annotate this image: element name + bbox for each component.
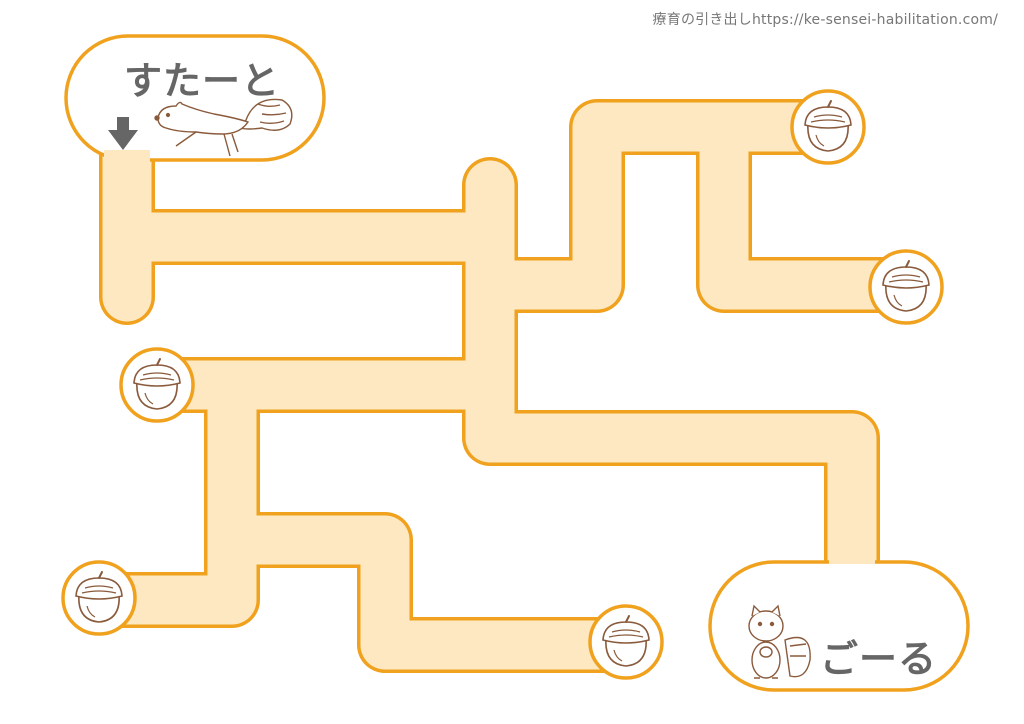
squirrel-running-icon [154,98,293,157]
acorn-right [868,249,944,325]
acorn-bottom-middle [588,604,664,680]
acorn-top-right [790,89,866,165]
acorn-bottom-left [61,560,137,636]
acorn-left-middle [119,347,195,423]
site-credit: 療育の引き出しhttps://ke-sensei-habilitation.co… [652,12,998,28]
squirrel-sitting-icon [748,604,811,679]
goal-label: ごーる [820,637,938,681]
start-label: すたーと [124,59,281,103]
down-arrow-icon [108,117,138,150]
